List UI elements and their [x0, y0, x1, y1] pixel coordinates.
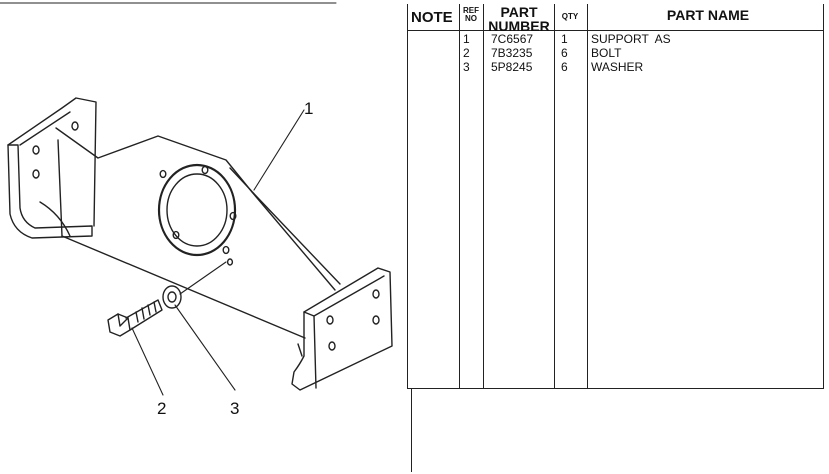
header-part-top: PART [500, 4, 538, 20]
header-ref-top: REF [463, 6, 479, 15]
ref-no: 1 [463, 32, 470, 46]
parts-table: NOTE REF NO PART NUMBER QTY PART NAME 1 … [407, 4, 827, 472]
bolt [107, 299, 163, 337]
callout-3: 3 [230, 399, 239, 418]
callout-1: 1 [304, 99, 313, 118]
leader-lines [131, 109, 305, 396]
ref-no: 3 [463, 60, 470, 74]
washer [162, 285, 182, 309]
header-rule [407, 30, 824, 31]
header-ref-no: REF NO [461, 7, 481, 23]
support-bracket [7, 97, 393, 391]
lower-frame-line [411, 388, 412, 472]
column-divider [483, 4, 484, 388]
ref-no: 2 [463, 46, 470, 60]
part-name: BOLT [591, 46, 622, 60]
part-number: 7B3235 [491, 46, 533, 60]
column-divider [459, 4, 460, 388]
part-name: SUPPORT AS [591, 32, 671, 46]
column-divider [587, 4, 588, 388]
table-border-left [407, 4, 408, 388]
callout-2: 2 [157, 399, 166, 418]
header-note: NOTE [411, 9, 453, 26]
header-part-number: PART NUMBER [485, 5, 553, 33]
header-part-name: PART NAME [666, 7, 750, 23]
part-number: 5P8245 [491, 60, 533, 74]
header-part-bottom: NUMBER [488, 18, 550, 34]
header-qty: QTY [561, 12, 579, 21]
quantity: 1 [561, 32, 568, 46]
quantity: 6 [561, 60, 568, 74]
part-number: 7C6567 [491, 32, 534, 46]
parts-illustration: 1 2 3 [0, 2, 393, 418]
part-name: WASHER [591, 60, 644, 74]
quantity: 6 [561, 46, 568, 60]
column-divider [554, 4, 555, 388]
header-ref-bottom: NO [465, 14, 477, 23]
table-border-right [823, 4, 824, 388]
table-bottom-rule [407, 388, 824, 389]
